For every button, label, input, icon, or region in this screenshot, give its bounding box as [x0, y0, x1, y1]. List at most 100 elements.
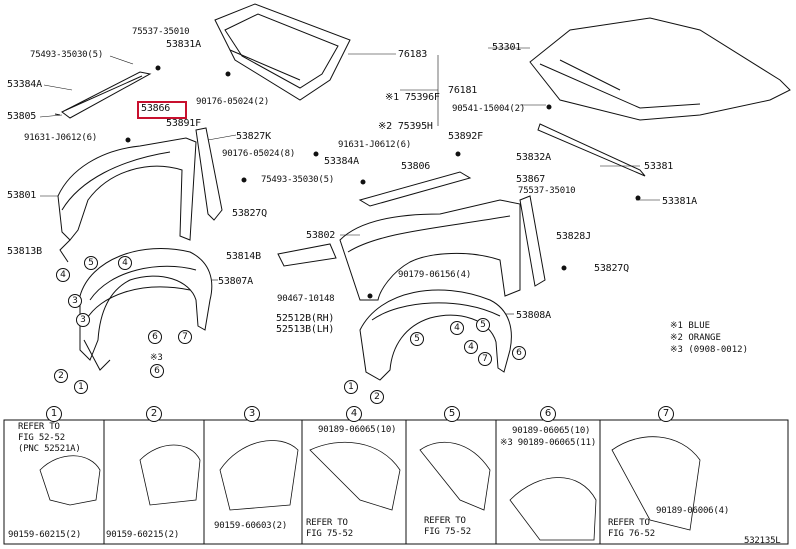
panel-6-number: 6 [540, 406, 556, 422]
label-53828j: 53828J [556, 231, 591, 242]
panel-5-refer: REFER TO [424, 516, 466, 526]
label-53808a: 53808A [516, 310, 551, 321]
label-53805: 53805 [7, 111, 37, 122]
panel-1-refer: REFER TO [18, 422, 60, 432]
label-90176-05024-2: 90176-05024(2) [196, 97, 270, 107]
liner-53808a-drawing [359, 289, 512, 381]
panel-4-fig: FIG 75-52 [306, 529, 353, 539]
callout-circle: 6 [148, 330, 162, 344]
label-75493-35030-b: 75493-35030(5) [261, 175, 335, 185]
label-53381: 53381 [644, 161, 674, 172]
hood-protector-drawing [214, 3, 351, 101]
label-76183: 76183 [398, 49, 428, 60]
callout-circle: 2 [54, 369, 68, 383]
label-53827k: 53827K [236, 131, 271, 142]
label-53813b: 53813B [7, 246, 42, 257]
label-53384a-a: 53384A [7, 79, 42, 90]
diagram-footer-code: 532135L [744, 536, 781, 546]
molding-53806-drawing [358, 171, 472, 207]
label-91631-j0612-b: 91631-J0612(6) [338, 140, 412, 150]
panel-6-part1: 90189-06065(10) [512, 426, 591, 436]
liner-53807a-drawing [79, 248, 213, 371]
label-53807a: 53807A [218, 276, 253, 287]
fender-53802-drawing [339, 199, 521, 301]
label-76181: 76181 [448, 85, 478, 96]
label-53814b: 53814B [226, 251, 261, 262]
label-53301: 53301 [492, 42, 522, 53]
seal-53381-drawing [537, 123, 646, 177]
callout-circle: 7 [178, 330, 192, 344]
label-90176-05024-8: 90176-05024(8) [222, 149, 296, 159]
bracket-53828j-drawing [519, 195, 546, 287]
panel-1-fig: FIG 52-52 [18, 433, 65, 443]
label-52512b: 52512B(RH) [276, 313, 335, 324]
panel-7-fig: FIG 76-52 [608, 529, 655, 539]
fender-53801-drawing [57, 137, 197, 263]
label-53891f: 53891F [166, 118, 201, 129]
label-90467-10148: 90467-10148 [277, 294, 335, 304]
hood-53301-drawing [529, 17, 791, 121]
legend-orange: ※2 ORANGE [670, 333, 721, 343]
label-75396f: ※1 75396F [385, 92, 440, 103]
label-53381a: 53381A [662, 196, 697, 207]
label-53892f: 53892F [448, 131, 483, 142]
label-75395h: ※2 75395H [378, 121, 433, 132]
label-91631-j0612-a: 91631-J0612(6) [24, 133, 98, 143]
panel-1-number: 1 [46, 406, 62, 422]
label-53831a: 53831A [166, 39, 201, 50]
callout-circle: 5 [410, 332, 424, 346]
callout-circle: 5 [476, 318, 490, 332]
label-53801: 53801 [7, 190, 37, 201]
fastener-marks [125, 65, 641, 299]
callout-circle: 7 [478, 352, 492, 366]
panel-3-number: 3 [244, 406, 260, 422]
callout-circle: 1 [74, 380, 88, 394]
bracket-53827k-drawing [195, 127, 223, 221]
label-53827q-b: 53827Q [594, 263, 629, 274]
bracket-53814b-drawing [277, 243, 337, 267]
label-53866: 53866 [141, 103, 171, 114]
molding-53805-drawing [54, 71, 152, 119]
label-52513b: 52513B(LH) [276, 324, 335, 335]
leader-lines [39, 47, 660, 315]
callout-circle: 1 [344, 380, 358, 394]
label-75493-35030-a: 75493-35030(5) [30, 50, 104, 60]
panel-4-part: 90189-06065(10) [318, 425, 397, 435]
panel-3-part: 90159-60603(2) [214, 521, 288, 531]
label-53806: 53806 [401, 161, 431, 172]
panel-1-part: 90159-60215(2) [8, 530, 82, 540]
panel-6-part2: ※3 90189-06065(11) [500, 438, 597, 448]
detail-panel-sketches [39, 436, 701, 541]
callout-circle: 4 [464, 340, 478, 354]
callout-circle: 2 [370, 390, 384, 404]
label-53832a: 53832A [516, 152, 551, 163]
panel-7-part: 90189-06006(4) [656, 506, 730, 516]
panel-1-pnc: (PNC 52521A) [18, 444, 81, 454]
detail-panel-frames [3, 419, 789, 545]
panel-2-number: 2 [146, 406, 162, 422]
highlight-box [137, 101, 187, 119]
panel-7-number: 7 [658, 406, 674, 422]
label-75537-35010-b: 75537-35010 [518, 186, 576, 196]
panel-4-refer: REFER TO [306, 518, 348, 528]
callout-circle: 4 [450, 321, 464, 335]
label-75537-35010-a: 75537-35010 [132, 27, 190, 37]
label-90179-06156: 90179-06156(4) [398, 270, 472, 280]
callout-circle: 6 [512, 346, 526, 360]
label-53867: 53867 [516, 174, 546, 185]
callout-circle: 4 [118, 256, 132, 270]
callout-circle: 5 [84, 256, 98, 270]
label-53802: 53802 [306, 230, 336, 241]
callout-circle: 4 [56, 268, 70, 282]
panel-5-number: 5 [444, 406, 460, 422]
label-star3: ※3 [150, 353, 163, 363]
panel-5-fig: FIG 75-52 [424, 527, 471, 537]
callout-circle: 6 [150, 364, 164, 378]
label-53384a-b: 53384A [324, 156, 359, 167]
panel-4-number: 4 [346, 406, 362, 422]
callout-circle: 3 [68, 294, 82, 308]
legend-blue: ※1 BLUE [670, 321, 711, 331]
panel-7-refer: REFER TO [608, 518, 650, 528]
